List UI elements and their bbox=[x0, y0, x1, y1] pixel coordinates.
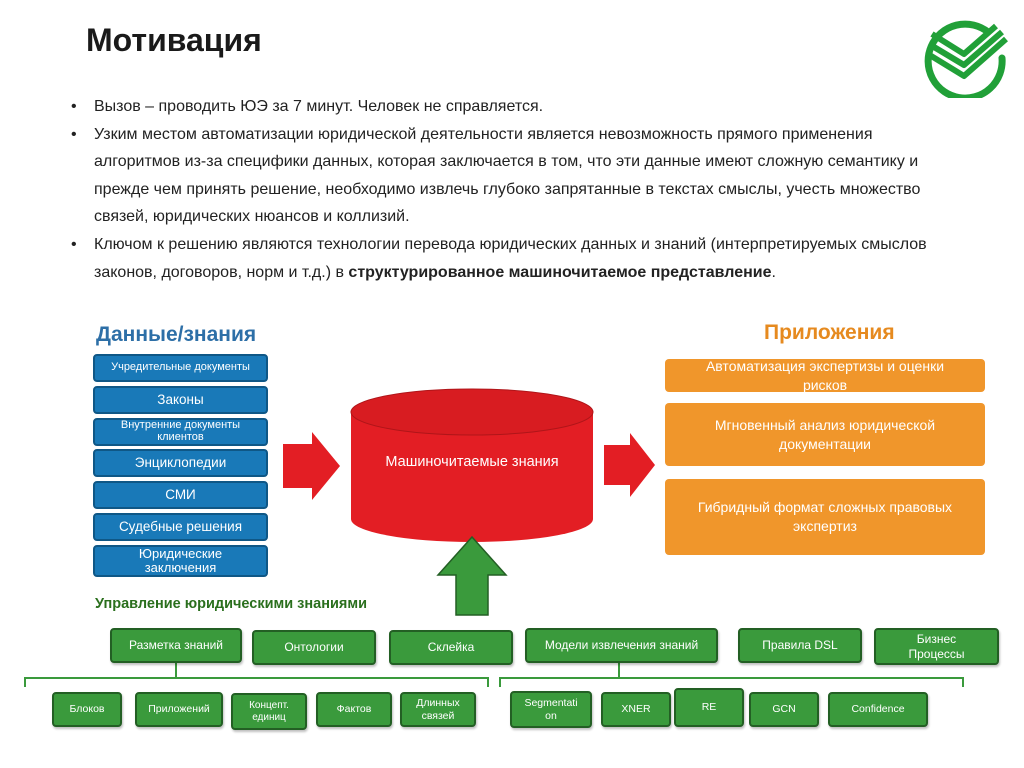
markup-sub-item: Приложений bbox=[135, 692, 223, 727]
data-item: Энциклопедии bbox=[93, 449, 268, 477]
apps-section-title: Приложения bbox=[764, 321, 895, 344]
arrow-right-icon bbox=[604, 433, 655, 497]
page-title: Мотивация bbox=[86, 22, 262, 58]
data-item: Внутренние документы клиентов bbox=[93, 418, 268, 446]
markup-bracket bbox=[24, 677, 489, 687]
bullet-list: Вызов – проводить ЮЭ за 7 минут. Человек… bbox=[68, 93, 948, 286]
models-bracket bbox=[499, 677, 964, 687]
arrow-up-icon bbox=[436, 535, 508, 616]
data-item: Судебные решения bbox=[93, 513, 268, 541]
data-item: СМИ bbox=[93, 481, 268, 509]
bold-phrase: структурированное машиночитаемое предста… bbox=[348, 263, 772, 281]
data-item: Законы bbox=[93, 386, 268, 414]
management-top-item: Модели извлечения знаний bbox=[525, 628, 718, 663]
app-item: Гибридный формат сложных правовых экспер… bbox=[665, 479, 985, 555]
markup-sub-item: Блоков bbox=[52, 692, 122, 727]
management-top-item: Онтологии bbox=[252, 630, 376, 665]
app-item: Мгновенный анализ юридической документац… bbox=[665, 403, 985, 466]
model-sub-item: XNER bbox=[601, 692, 671, 727]
center-label: Машиночитаемые знания bbox=[385, 454, 559, 470]
model-sub-item: Segmentati on bbox=[510, 691, 592, 728]
management-top-item: Разметка знаний bbox=[110, 628, 242, 663]
data-section-title: Данные/знания bbox=[96, 323, 257, 346]
bullet-item: Вызов – проводить ЮЭ за 7 минут. Человек… bbox=[68, 93, 948, 121]
knowledge-cylinder bbox=[350, 388, 594, 542]
app-item: Автоматизация экспертизы и оценки рисков bbox=[665, 358, 985, 393]
markup-sub-item: Фактов bbox=[316, 692, 392, 727]
management-title: Управление юридическими знаниями bbox=[95, 596, 367, 612]
data-item: Учредительные документы bbox=[93, 354, 268, 382]
management-top-item: Бизнес Процессы bbox=[874, 628, 999, 665]
markup-sub-item: Концепт. единиц bbox=[231, 693, 307, 730]
arrow-right-icon bbox=[283, 432, 340, 500]
markup-sub-item: Длинных связей bbox=[400, 692, 476, 727]
model-sub-item: RE bbox=[674, 688, 744, 727]
model-sub-item: Confidence bbox=[828, 692, 928, 727]
data-item: Юридические заключения bbox=[93, 545, 268, 577]
bullet-item: Узким местом автоматизации юридической д… bbox=[68, 121, 948, 231]
bullet-item: Ключом к решению являются технологии пер… bbox=[68, 231, 948, 286]
sber-logo-icon bbox=[924, 20, 1008, 98]
management-top-item: Правила DSL bbox=[738, 628, 862, 663]
management-top-item: Склейка bbox=[389, 630, 513, 665]
model-sub-item: GCN bbox=[749, 692, 819, 727]
